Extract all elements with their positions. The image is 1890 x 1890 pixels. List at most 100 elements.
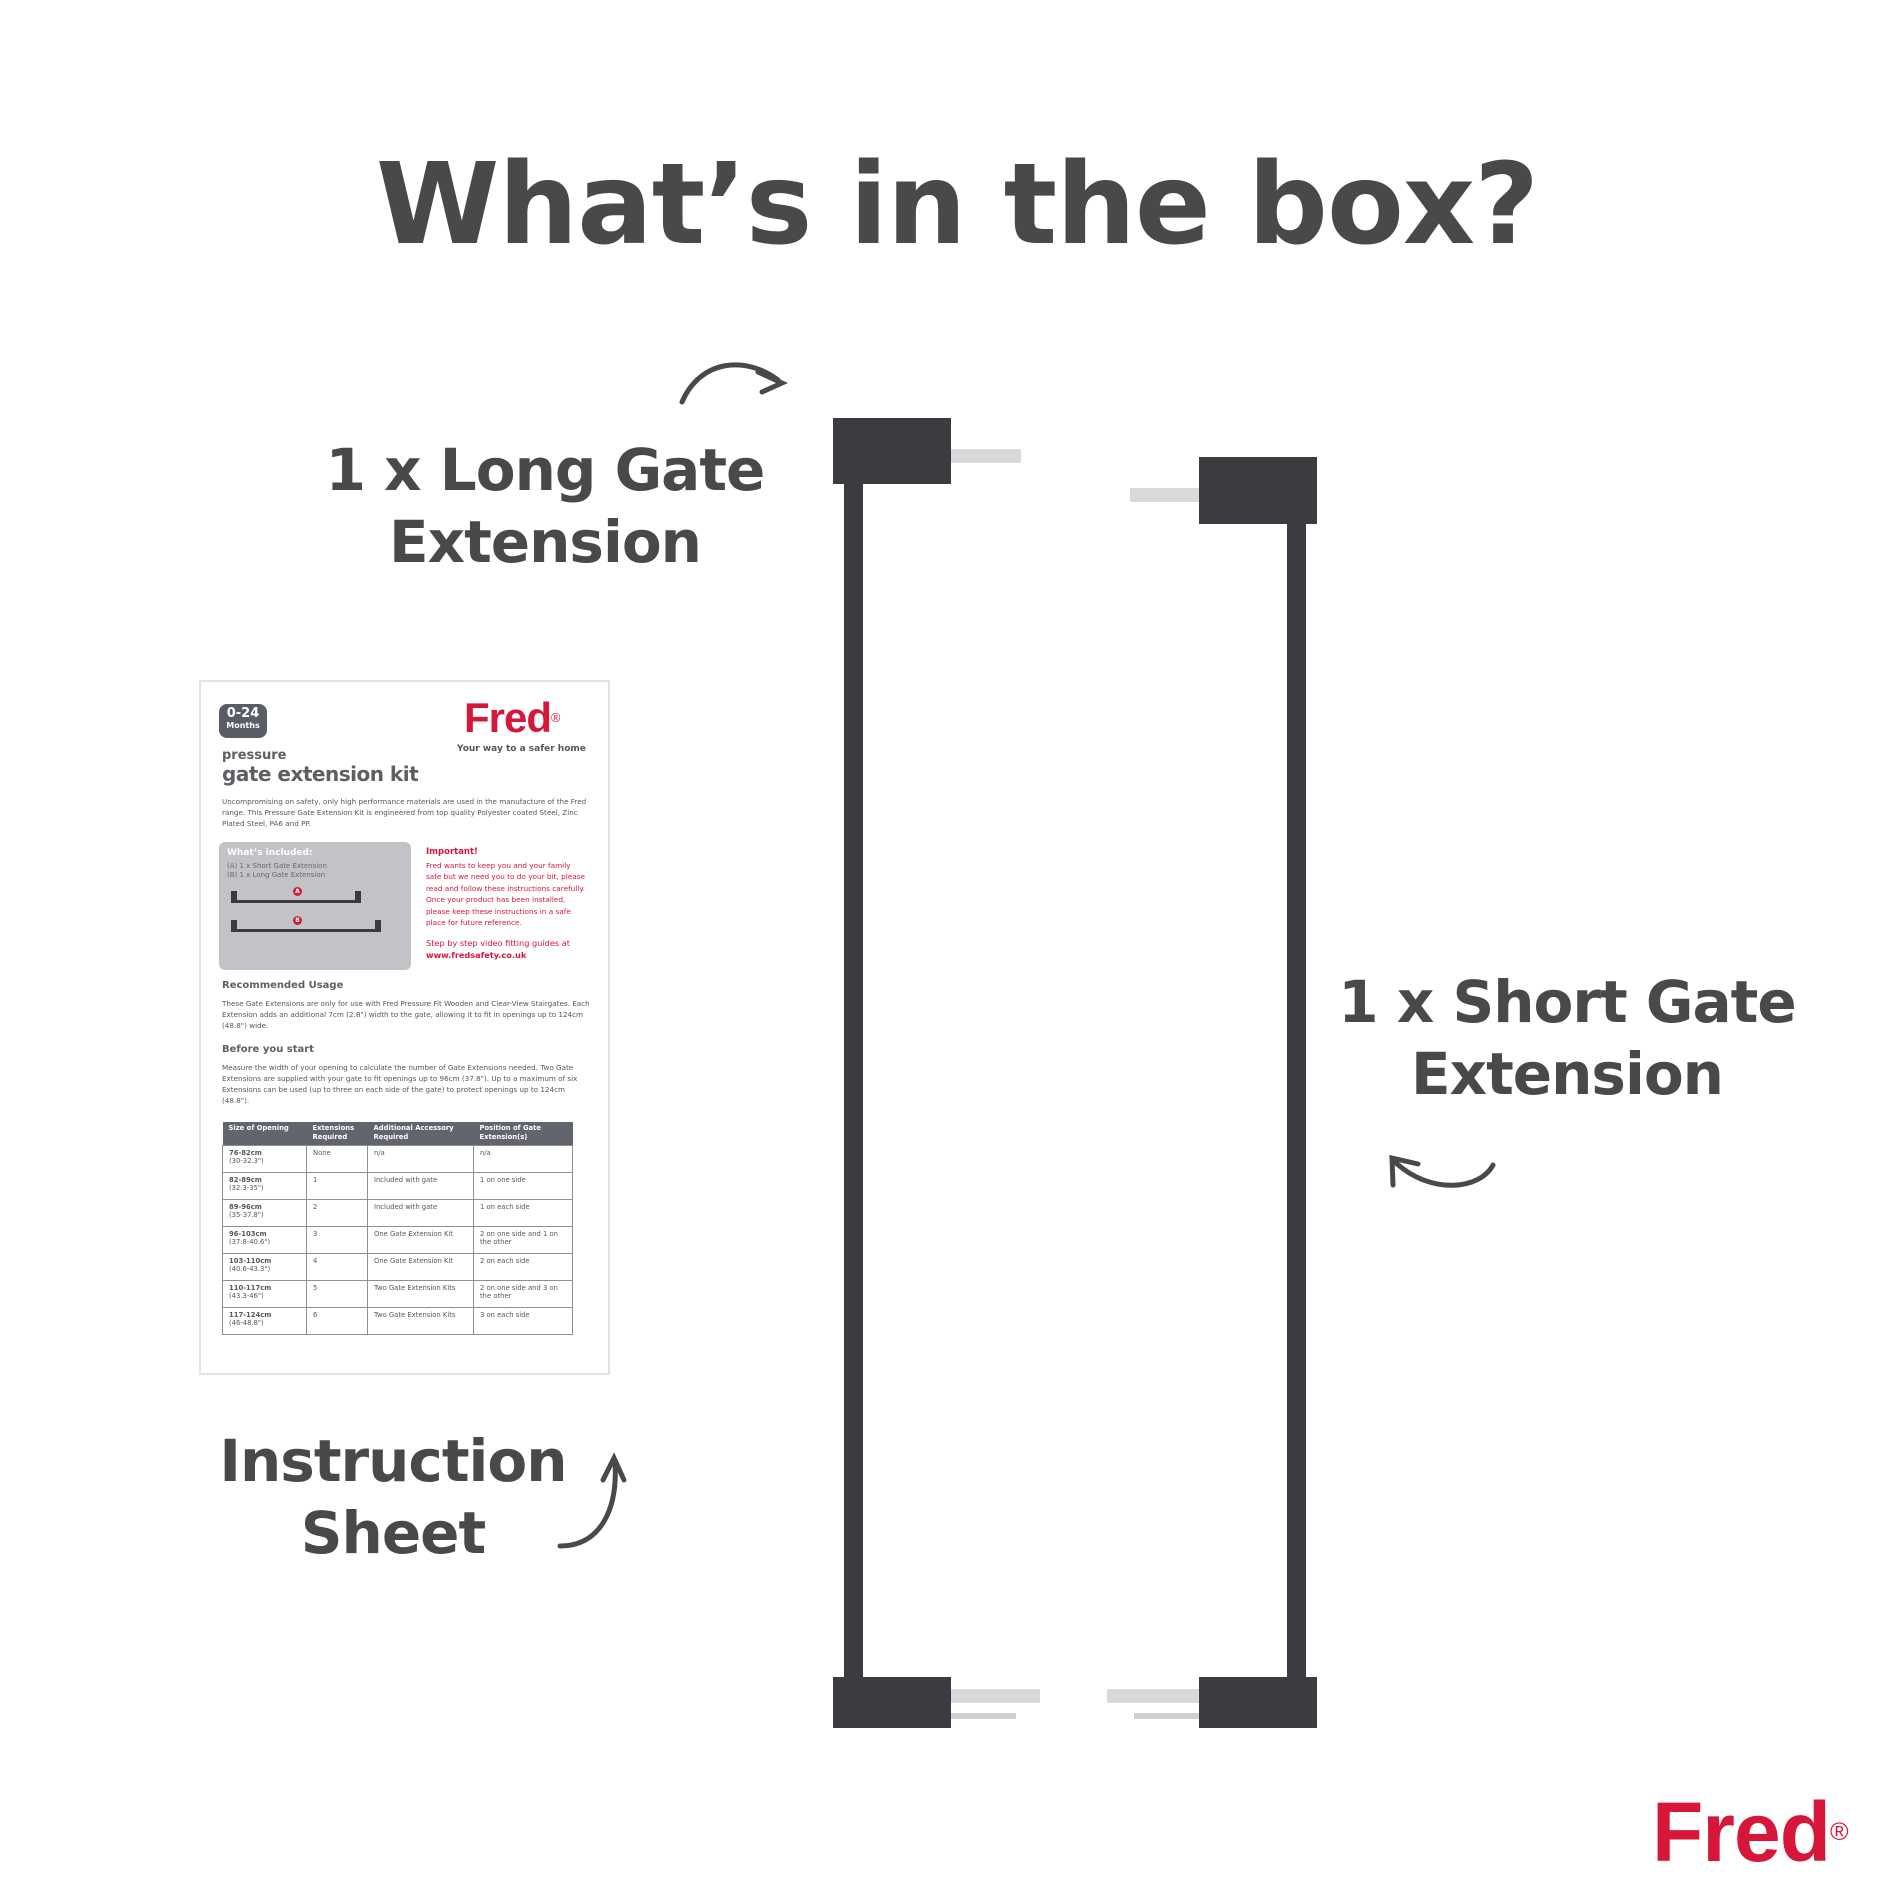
included-item: (A) 1 x Short Gate Extension (227, 862, 327, 870)
label-line: Extension (389, 508, 702, 576)
table-cell: Two Gate Extension Kits (367, 1306, 474, 1335)
whats-included-box: What’s included: (A) 1 x Short Gate Exte… (219, 842, 411, 970)
important-notice: Important! Fred wants to keep you and yo… (426, 847, 586, 961)
label-line: Extension (1411, 1040, 1724, 1108)
before-body: Measure the width of your opening to cal… (222, 1063, 578, 1105)
arrowhead-icon (1389, 1154, 1421, 1188)
table-cell: 117-124cm(46-48.8") (222, 1306, 307, 1335)
age-range: 0-24 (226, 706, 260, 721)
table-cell: Two Gate Extension Kits (367, 1279, 474, 1308)
opening-in: (35-37.8") (229, 1211, 264, 1219)
intro-text: Uncompromising on safety, only high perf… (222, 797, 587, 828)
sheet-subtitle: pressure (222, 748, 287, 763)
important-body: Fred wants to keep you and your family s… (426, 860, 586, 928)
curved-arrow-icon (557, 1459, 618, 1549)
short-gate-extension (1107, 457, 1317, 1728)
table-cell: Included with gate (367, 1171, 474, 1200)
before-heading: Before you start (222, 1044, 315, 1055)
sheet-title: gate extension kit (222, 762, 419, 786)
table-cell: 2 on one side and 3 on the other (473, 1279, 573, 1308)
instruction-sheet-label: Instruction Sheet (193, 1425, 593, 1569)
table-cell: 82-89cm(32.3-35") (222, 1171, 307, 1200)
table-cell: 76-82cm(30-32.3") (222, 1144, 307, 1173)
table-cell: 5 (306, 1279, 368, 1308)
table-header: Extensions Required (306, 1122, 368, 1145)
table-cell: One Gate Extension Kit (367, 1225, 474, 1254)
instruction-sheet: 0-24 Months Fred® Your way to a safer ho… (199, 680, 610, 1375)
table-cell: 4 (306, 1252, 368, 1281)
table-cell: n/a (367, 1144, 474, 1173)
extension-table: Size of Opening Extensions Required Addi… (222, 1122, 573, 1335)
table-cell: 2 (306, 1198, 368, 1227)
table-cell: Included with gate (367, 1198, 474, 1227)
table-header: Additional Accessory Required (367, 1122, 474, 1145)
table-cell: One Gate Extension Kit (367, 1252, 474, 1281)
fred-logo: Fred® (464, 694, 561, 741)
table-cell: 2 on one side and 1 on the other (473, 1225, 573, 1254)
website-link[interactable]: www.fredsafety.co.uk (426, 949, 527, 960)
opening-cm: 103-110cm (229, 1256, 272, 1265)
opening-cm: 89-96cm (229, 1202, 262, 1211)
table-cell: 1 (306, 1171, 368, 1200)
included-heading: What’s included: (227, 848, 313, 858)
marker-b: B (293, 916, 302, 925)
usage-heading: Recommended Usage (222, 980, 344, 991)
table-cell: 110-117cm(43.3-46") (222, 1279, 307, 1308)
table-header: Size of Opening (222, 1122, 307, 1145)
long-extension-diagram (231, 920, 381, 932)
opening-in: (46-48.8") (229, 1319, 264, 1327)
tagline: Your way to a safer home (457, 744, 586, 754)
opening-cm: 117-124cm (229, 1310, 272, 1319)
table-cell: 89-96cm(35-37.8") (222, 1198, 307, 1227)
table-cell: None (306, 1144, 368, 1173)
label-line: Sheet (300, 1499, 486, 1567)
marker-a: A (293, 887, 302, 896)
opening-in: (32.3-35") (229, 1184, 264, 1192)
short-extension-label: 1 x Short Gate Extension (1317, 966, 1817, 1110)
table-cell: 2 on each side (473, 1252, 573, 1281)
age-badge: 0-24 Months (219, 704, 267, 738)
opening-in: (43.3-46") (229, 1292, 264, 1300)
table-header: Position of Gate Extension(s) (473, 1122, 573, 1145)
opening-in: (40.6-43.3") (229, 1265, 271, 1273)
age-unit: Months (226, 721, 260, 730)
opening-in: (37.8-40.6") (229, 1238, 271, 1246)
arrowhead-icon (755, 369, 789, 395)
table-cell: 1 on one side (473, 1171, 573, 1200)
label-line: Instruction (219, 1427, 567, 1495)
table-cell: 103-110cm(40.6-43.3") (222, 1252, 307, 1281)
curved-arrow-icon (679, 362, 781, 405)
long-extension-label: 1 x Long Gate Extension (295, 434, 795, 578)
opening-cm: 82-89cm (229, 1175, 262, 1184)
table-cell: 6 (306, 1306, 368, 1335)
opening-in: (30-32.3") (229, 1157, 264, 1165)
long-gate-extension (833, 418, 1040, 1728)
label-line: 1 x Short Gate (1338, 968, 1796, 1036)
opening-cm: 110-117cm (229, 1283, 272, 1292)
short-extension-diagram (231, 891, 361, 903)
video-guides: Step by step video fitting guides at www… (426, 937, 586, 961)
opening-cm: 96-103cm (229, 1229, 267, 1238)
arrowhead-icon (600, 1452, 627, 1483)
fred-logo: Fred® (1652, 1785, 1849, 1879)
important-heading: Important! (426, 847, 478, 857)
video-text: Step by step video fitting guides at (426, 937, 571, 948)
table-cell: n/a (473, 1144, 573, 1173)
table-cell: 96-103cm(37.8-40.6") (222, 1225, 307, 1254)
table-cell: 3 (306, 1225, 368, 1254)
included-item: (B) 1 x Long Gate Extension (227, 871, 326, 879)
curved-arrow-icon (1392, 1159, 1496, 1188)
table-cell: 3 on each side (473, 1306, 573, 1335)
page-title: What’s in the box? (375, 140, 1539, 270)
table-cell: 1 on each side (473, 1198, 573, 1227)
opening-cm: 76-82cm (229, 1148, 262, 1157)
usage-body: These Gate Extensions are only for use w… (222, 999, 590, 1030)
